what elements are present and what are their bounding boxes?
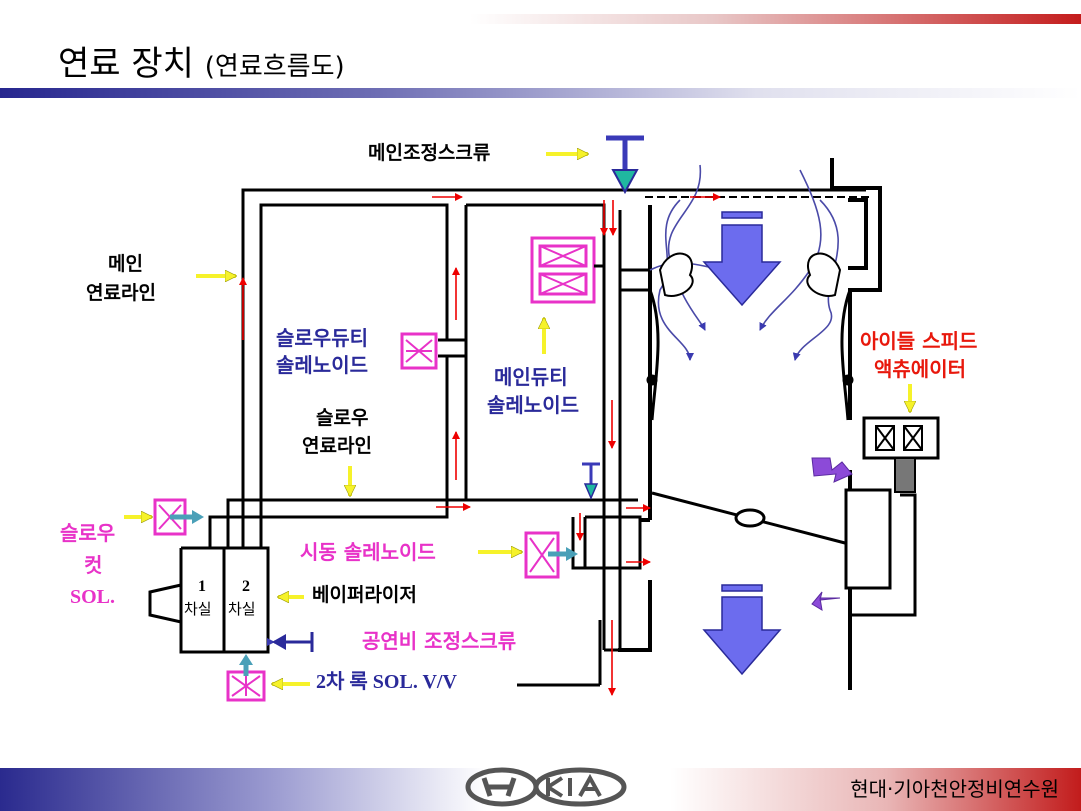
venturi-nozzles bbox=[658, 252, 842, 297]
idle-speed-actuator-icon bbox=[844, 416, 940, 617]
label-start-solenoid: 시동 솔레노이드 bbox=[300, 540, 436, 564]
label-slow-fuel-2: 연료라인 bbox=[302, 435, 372, 457]
label-main-fuel-line-2: 연료라인 bbox=[86, 282, 156, 304]
top-accent-bar bbox=[470, 14, 1081, 24]
label-air-fuel-screw: 공연비 조정스크류 bbox=[362, 629, 517, 653]
page-title: 연료 장치 (연료흐름도) bbox=[58, 36, 345, 85]
idle-adjust-screw-icon bbox=[582, 462, 600, 500]
chamber2-number: 2 bbox=[242, 578, 250, 595]
start-solenoid-icon bbox=[524, 531, 578, 579]
label-idle-speed-2: 액츄에이터 bbox=[874, 357, 966, 381]
main-flow-arrows bbox=[702, 211, 782, 676]
label-slow-cut-1: 슬로우 bbox=[60, 521, 116, 545]
chamber1-number: 1 bbox=[198, 578, 206, 595]
label-secondary-lock: 2차 록 SOL. V/V bbox=[316, 671, 457, 693]
label-idle-speed-1: 아이들 스피드 bbox=[860, 329, 978, 353]
label-slow-fuel-1: 슬로우 bbox=[316, 407, 369, 429]
label-main-duty-2: 솔레노이드 bbox=[487, 393, 579, 417]
title-underline-bar bbox=[0, 88, 1081, 98]
title-main: 연료 장치 bbox=[58, 44, 194, 84]
label-slow-cut-2: 컷 bbox=[84, 553, 103, 577]
label-main-duty-1: 메인듀티 bbox=[494, 365, 568, 389]
label-main-fuel-line-1: 메인 bbox=[108, 253, 143, 275]
throttle-body bbox=[618, 158, 882, 690]
fuel-flow-arrows bbox=[239, 193, 721, 696]
throttle-valve-icon bbox=[734, 508, 766, 528]
title-subtitle: (연료흐름도) bbox=[204, 52, 345, 82]
footer-institute-name: 현대·기아천안정비연수원 bbox=[850, 777, 1059, 801]
bypass-flow-arrows bbox=[811, 457, 853, 611]
chamber1-text: 차실 bbox=[184, 600, 212, 618]
main-adjust-screw-icon bbox=[606, 135, 644, 195]
main-duty-solenoid-icon bbox=[530, 236, 604, 304]
venturi-walls bbox=[646, 289, 854, 421]
footer-bar bbox=[0, 768, 1081, 811]
label-slow-duty-2: 솔레노이드 bbox=[276, 353, 368, 377]
callout-arrows bbox=[124, 154, 910, 684]
label-main-adjust-screw: 메인조정스크류 bbox=[368, 142, 491, 164]
label-slow-cut-3: SOL. bbox=[70, 586, 116, 608]
air-fuel-screw-icon bbox=[267, 632, 314, 652]
air-flow-lines bbox=[649, 164, 839, 361]
chamber2-text: 차실 bbox=[228, 600, 256, 618]
slow-duty-solenoid-icon bbox=[400, 332, 438, 370]
label-slow-duty-1: 슬로우듀티 bbox=[276, 326, 368, 350]
slow-cut-solenoid-icon bbox=[153, 498, 204, 536]
brand-logo-icon bbox=[465, 767, 627, 807]
label-vaporizer: 베이퍼라이저 bbox=[312, 584, 417, 606]
secondary-lock-valve-icon bbox=[226, 654, 266, 702]
